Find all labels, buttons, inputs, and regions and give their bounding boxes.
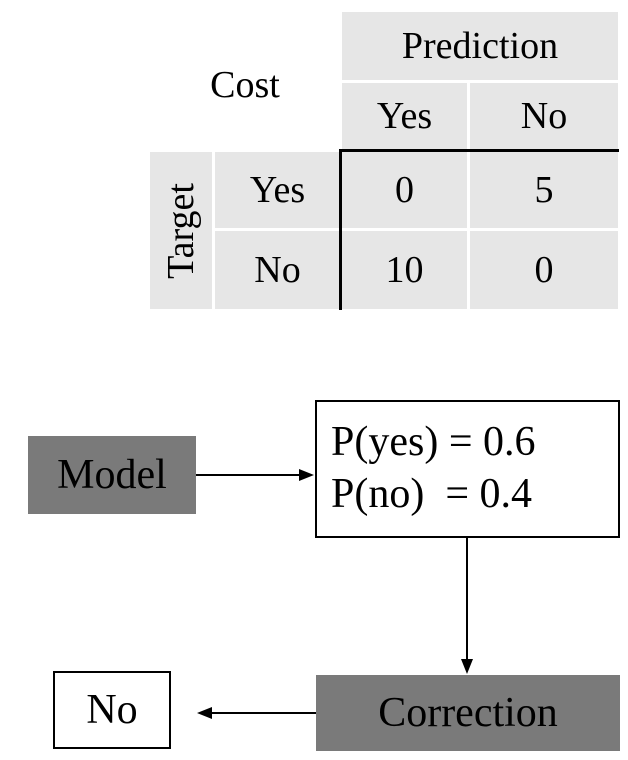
probability-box: P(yes) = 0.6 P(no) = 0.4 (315, 400, 620, 538)
arrowhead-correction-to-output (197, 707, 212, 719)
target-header: Target (150, 152, 212, 309)
column-header-no: No (470, 83, 618, 149)
cost-corner-label: Cost (210, 64, 280, 106)
table-vertical-rule (339, 150, 342, 310)
correction-box: Correction (316, 675, 620, 751)
cost-cell-no-no: 0 (470, 231, 618, 309)
output-box: No (53, 671, 171, 749)
column-header-yes: Yes (342, 83, 467, 149)
cost-cell-no-yes: 10 (342, 231, 467, 309)
row-header-no: No (215, 231, 340, 309)
cost-cell-yes-yes: 0 (342, 152, 467, 228)
cost-cell-yes-no: 5 (470, 152, 618, 228)
table-horizontal-rule (339, 149, 619, 152)
arrowhead-model-to-probabilities (299, 469, 314, 481)
model-box: Model (28, 436, 196, 514)
probability-yes: P(yes) = 0.6 (331, 419, 536, 465)
row-header-yes: Yes (215, 152, 340, 228)
prediction-header: Prediction (342, 12, 618, 80)
probability-no: P(no) = 0.4 (331, 471, 533, 517)
arrowhead-probabilities-to-correction (461, 659, 473, 674)
